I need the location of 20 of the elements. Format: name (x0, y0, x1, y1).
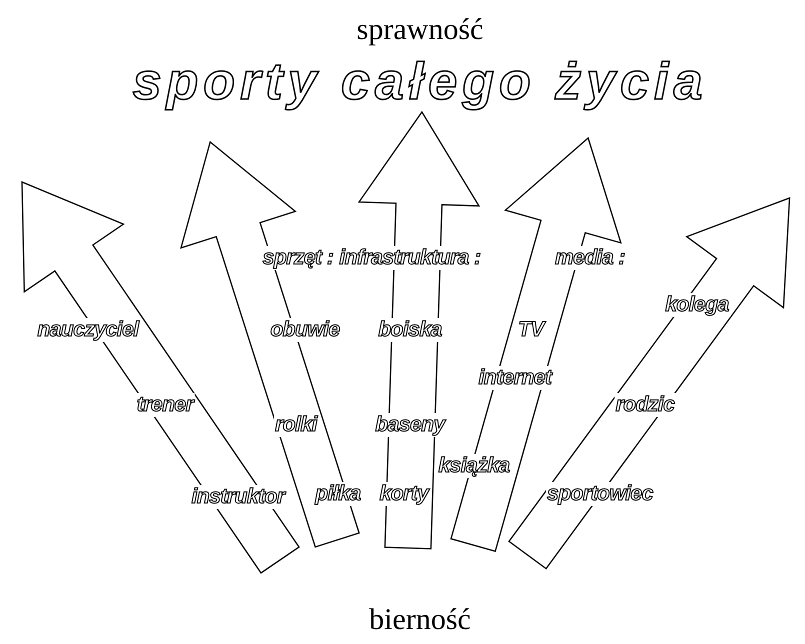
arrow-label: rodzic (614, 393, 676, 417)
arrow-label: korty (378, 482, 430, 506)
bottom-heading: bierność (369, 603, 471, 637)
arrow-label: instruktor (190, 485, 286, 509)
arrow-label: piłka (314, 482, 362, 506)
arrow-label: kolega (664, 293, 730, 317)
arrow-label: internet (477, 366, 552, 390)
arrow-label: boiska (377, 318, 443, 342)
slogan-heading: sporty całego życia (132, 52, 708, 112)
arrow-label: sprzęt : (262, 246, 334, 270)
arrow-label: książka (437, 454, 511, 478)
arrow-label: baseny (374, 413, 446, 437)
arrow-label: sportowiec (546, 482, 654, 506)
arrow-label: rolki (274, 413, 318, 437)
top-heading: sprawność (356, 13, 484, 47)
arrow-label: obuwie (269, 318, 341, 342)
arrow-label: trener (136, 393, 194, 417)
arrow-label: nauczyciel (36, 318, 140, 342)
arrow-label: media : (554, 246, 626, 270)
arrow-label: infrastruktura : (338, 246, 482, 270)
